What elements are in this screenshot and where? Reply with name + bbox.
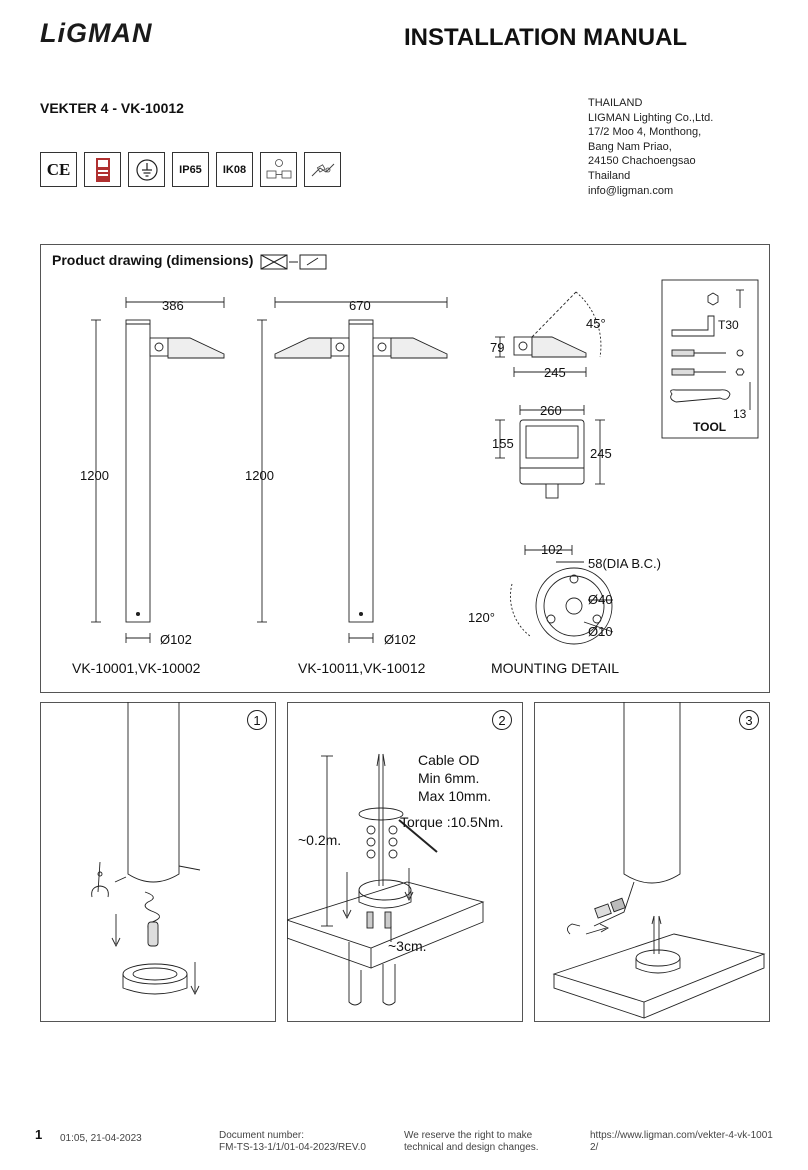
step-3-panel: [534, 702, 770, 1022]
product-drawing-panel: [40, 244, 770, 693]
height-02-label: ~0.2m.: [298, 832, 342, 848]
driver-class-icon: [260, 152, 297, 187]
angle-45: 45°: [586, 316, 606, 331]
footer-url[interactable]: https://www.ligman.com/vekter-4-vk-1001 …: [590, 1130, 773, 1154]
dim-245-height: 245: [590, 446, 612, 461]
ground-earth-icon: [128, 152, 165, 187]
address-line: Thailand: [588, 169, 631, 182]
dim-245-width: 245: [544, 365, 566, 380]
dim-155: 155: [492, 436, 514, 451]
address-line: 17/2 Moo 4, Monthong,: [588, 126, 702, 139]
step-3-number: 3: [739, 710, 759, 730]
address-line: THAILAND: [588, 97, 643, 109]
connector-icon: [304, 152, 341, 187]
step-3-illustration: [552, 702, 766, 1019]
disclaimer-line: We reserve the right to make: [404, 1130, 533, 1141]
step-2-panel: [287, 702, 523, 1022]
footer-doc-number: Document number: FM-TS-13-1/1/01-04-2023…: [219, 1130, 366, 1154]
product-name: VEKTER 4 - VK-10012: [40, 100, 184, 116]
dia-a: Ø102: [160, 632, 192, 647]
tool-13: 13: [733, 407, 747, 421]
dim-670: 670: [349, 298, 371, 313]
cable-od-label: Cable OD: [418, 752, 480, 768]
document-title: INSTALLATION MANUAL: [404, 24, 688, 51]
weee-certificate-icon: [84, 152, 121, 187]
height-3cm-label: ~3cm.: [388, 938, 427, 954]
certification-icons: CE IP65 IK08: [40, 152, 341, 187]
dim-1200-a: 1200: [80, 468, 109, 483]
tool-t30: T30: [718, 318, 739, 332]
step-1-illustration: [91, 702, 201, 996]
dimension-drawing: [91, 279, 759, 645]
mount-dia-40: Ø40: [588, 592, 613, 607]
page-number: 1: [35, 1127, 43, 1142]
ip65-badge: IP65: [172, 152, 209, 187]
dim-79: 79: [490, 340, 505, 355]
address-line: LIGMAN Lighting Co.,Ltd.: [588, 111, 714, 124]
cable-min-label: Min 6mm.: [418, 770, 480, 786]
step-1-panel: [40, 702, 276, 1022]
address-line: Bang Nam Priao,: [588, 140, 672, 153]
footer-timestamp: 01:05, 21-04-2023: [60, 1133, 142, 1144]
footer-disclaimer: We reserve the right to make technical a…: [404, 1130, 539, 1154]
ce-mark-icon: CE: [40, 152, 77, 187]
no-dimmer-icon: [260, 254, 327, 270]
tool-label: TOOL: [693, 420, 727, 434]
doc-number-value: FM-TS-13-1/1/01-04-2023/REV.0: [219, 1142, 366, 1153]
torque-label: Torque :10.5Nm.: [400, 814, 504, 830]
doc-number-label: Document number:: [219, 1130, 305, 1141]
disclaimer-line: technical and design changes.: [404, 1142, 539, 1153]
url-line[interactable]: https://www.ligman.com/vekter-4-vk-1001: [590, 1130, 773, 1141]
address-line: 24150 Chachoengsao: [588, 155, 696, 168]
brand-logo: LiGMAN: [40, 18, 153, 48]
dim-260: 260: [540, 403, 562, 418]
dim-386: 386: [162, 298, 184, 313]
cable-max-label: Max 10mm.: [418, 788, 492, 804]
step-1-number: 1: [247, 710, 267, 730]
model-label-a: VK-10001,VK-10002: [72, 660, 201, 676]
mount-dia-10: Ø10: [588, 624, 613, 639]
dim-1200-b: 1200: [245, 468, 274, 483]
step-2-illustration: [287, 753, 485, 1006]
dia-b: Ø102: [384, 632, 416, 647]
mounting-detail-label: MOUNTING DETAIL: [491, 660, 620, 676]
step-2-number: 2: [492, 710, 512, 730]
mount-angle-120: 120°: [468, 610, 495, 625]
url-line[interactable]: 2/: [590, 1142, 599, 1153]
ik08-badge: IK08: [216, 152, 253, 187]
address-email: info@ligman.com: [588, 184, 674, 197]
product-drawing-title: Product drawing (dimensions): [52, 252, 254, 268]
mount-dim-102: 102: [541, 542, 563, 557]
mount-dim-58: 58(DIA B.C.): [588, 556, 661, 571]
model-label-b: VK-10011,VK-10012: [298, 660, 426, 676]
company-address: THAILAND LIGMAN Lighting Co.,Ltd. 17/2 M…: [588, 96, 713, 198]
